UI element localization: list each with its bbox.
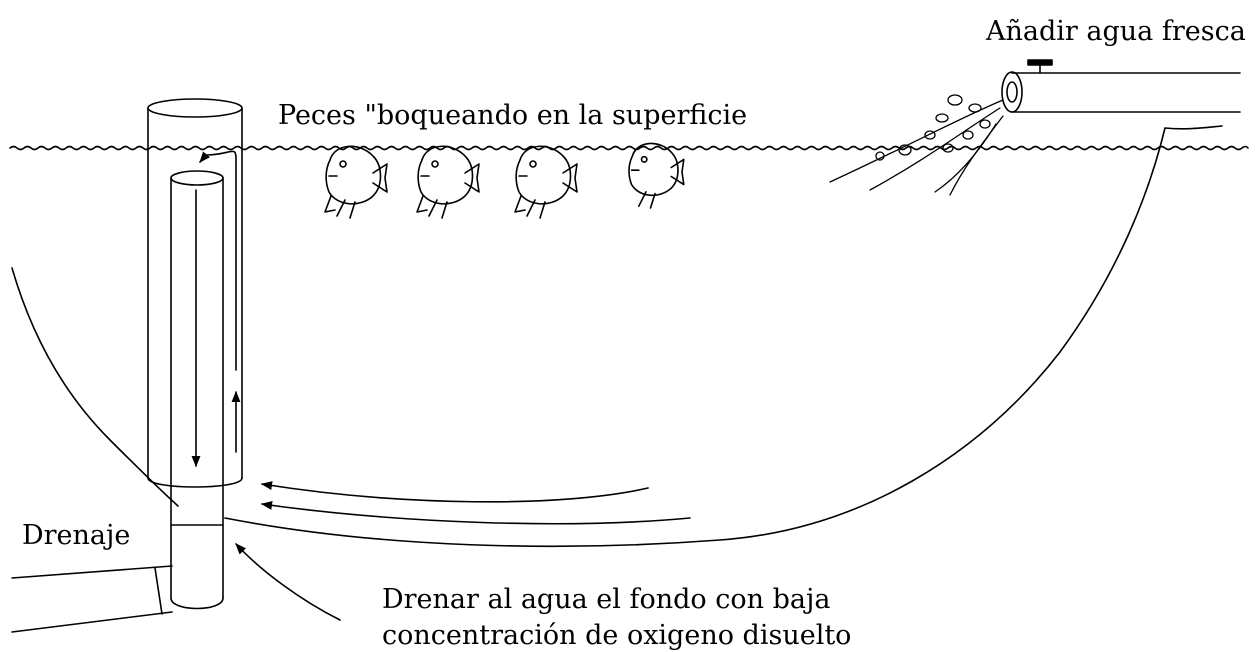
standpipe-sleeve [148,99,242,487]
fish-icon [515,146,577,218]
fish-icon [325,146,387,218]
inlet-valve-icon [1028,60,1052,73]
bottom-drain-label-line1: Drenar al agua el fondo con baja [382,584,831,615]
fish-icon [629,143,684,208]
inlet-pipe [1002,72,1240,112]
bottom-flow-arrows [236,481,690,620]
flow-arrows [191,151,241,468]
gasping-fish-label: Peces "boqueando en la superficie [278,100,748,131]
water-spray [830,95,1003,195]
fish-icon [417,146,479,218]
water-surface [10,147,1248,150]
pond-bank-left [12,268,178,506]
drain-label: Drenaje [22,520,131,551]
fresh-water-label: Añadir agua fresca [986,16,1246,47]
bottom-drain-label-line2: concentración de oxigeno disuelto [382,620,852,651]
drain-pipe [171,171,223,609]
drain-outlet-pipe [12,566,172,632]
pond-bottom [225,126,1222,546]
